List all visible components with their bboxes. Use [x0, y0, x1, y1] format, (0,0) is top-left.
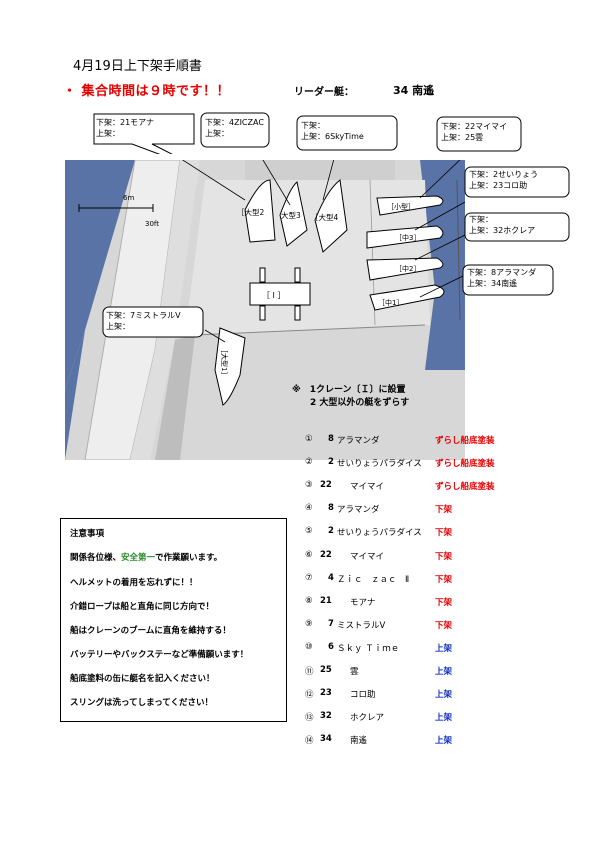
crane-notes: ※ 1クレーン〔Ｉ〕に設置 2 大型以外の艇をずらす [292, 384, 409, 410]
step-boat-name: モアナ [350, 597, 376, 608]
step-number: ⑧ [305, 595, 313, 606]
step-action: 下架 [435, 574, 453, 585]
crane-note-2: 2 大型以外の艇をずらす [310, 398, 410, 408]
step-action: 下架 [435, 620, 453, 631]
callout-bubble-7 [462, 264, 554, 296]
step-boat-name: ホクレア [350, 713, 385, 724]
step-action: ずらし船底塗装 [435, 482, 495, 493]
step-action: 下架 [435, 551, 453, 562]
crane-note-1: ※ 1クレーン〔Ｉ〕に設置 [292, 385, 406, 395]
step-boat-number: 2 [328, 457, 334, 468]
callout-bubble-1 [93, 113, 195, 154]
step-boat-name: ミストラルⅤ [337, 620, 386, 631]
callout-bubble-4 [436, 116, 522, 152]
scale-label: 6m [123, 194, 134, 202]
step-number: ⑨ [305, 618, 313, 629]
berth-large2: ［大型2 [237, 207, 264, 217]
callout-bubble-6 [464, 212, 570, 242]
step-boat-name: アラマンダ [337, 505, 380, 516]
precautions-title: 注意事項 [70, 529, 105, 539]
step-action: ずらし船底塗装 [435, 459, 495, 470]
step-number: ⑫ [305, 690, 314, 701]
precaution-sling: スリングは洗ってしまってください！ [70, 698, 214, 708]
step-boat-number: 6 [328, 641, 334, 652]
step-boat-number: 22 [320, 480, 332, 491]
step-boat-number: 8 [328, 434, 334, 444]
step-boat-name: 南遙 [350, 736, 368, 747]
leader-boat-label: リーダー艇： [294, 87, 354, 98]
precaution-battery: バッテリーやバックステーなど準備願います！ [70, 650, 249, 660]
step-boat-number: 22 [320, 549, 332, 560]
berth-large1: ［大型1］ [220, 346, 229, 378]
page-title: 4月19日上下架手順書 [73, 59, 202, 74]
step-boat-number: 23 [320, 688, 332, 699]
callout-bubble-5 [464, 166, 570, 198]
step-number: ⑦ [305, 572, 313, 583]
callout-bubble-8 [102, 306, 204, 338]
step-number: ④ [305, 503, 313, 514]
callout-6-skytime: 下架：上架：6SkyTime [301, 121, 364, 141]
step-boat-number: 4 [328, 572, 334, 583]
step-number: ⑤ [305, 526, 313, 537]
callout-8-aramanda: 下架：8アラマンダ上架：34南遙 [467, 268, 537, 288]
step-action: 上架 [435, 713, 453, 724]
leader-boat-value: 34 南遙 [393, 84, 435, 97]
step-number: ① [305, 434, 313, 444]
precaution-helmet: ヘルメットの着用を忘れずに！！ [70, 578, 198, 588]
assembly-time-notice: ・ 集合時間は９時です！！ [63, 84, 231, 99]
berth-mid2: ［中2］ [395, 264, 420, 273]
step-number: ⑩ [305, 641, 313, 652]
berth-large4: ［大型4 [311, 212, 338, 222]
step-boat-name: Ｓｋｙ Ｔｉｍｅ [337, 643, 400, 654]
precaution-safety: 関係各位様、安全第一で作業願います。 [70, 553, 223, 563]
step-boat-name: マイマイ [350, 551, 385, 562]
step-action: ずらし船底塗装 [435, 436, 495, 446]
callout-bubble-3 [296, 115, 398, 151]
step-boat-name: Ｚｉｃ ｚａｃ Ⅱ [337, 574, 410, 585]
scale-sub-label: 30ft [145, 220, 159, 228]
precaution-rope: 介錯ロープは船と直角に同じ方向で！ [70, 602, 214, 612]
step-number: ⑬ [305, 713, 314, 724]
step-action: 下架 [435, 505, 453, 516]
step-action: 下架 [435, 597, 453, 608]
step-number: ⑥ [305, 549, 313, 560]
step-action: 上架 [435, 643, 453, 654]
callout-21-moana: 下架：21モアナ上架： [96, 118, 155, 138]
berth-mid1: ［中1］ [378, 298, 403, 307]
step-boat-number: 34 [320, 734, 332, 745]
step-boat-name: アラマンダ [337, 436, 380, 446]
precautions-box: 注意事項 関係各位様、安全第一で作業願います。 ヘルメットの着用を忘れずに！！ … [60, 518, 287, 722]
berth-mid3: ［中3］ [395, 233, 420, 242]
precaution-boom: 船はクレーンのブームに直角を維持する！ [70, 626, 231, 636]
callout-2-seiryo: 下架：2せいりょう上架：23コロ助 [469, 170, 539, 190]
step-action: 下架 [435, 528, 453, 539]
step-number: ② [305, 457, 313, 468]
step-action: 上架 [435, 667, 453, 677]
step-boat-number: 25 [320, 665, 332, 675]
crane-label: ［ I ］ [262, 291, 285, 300]
step-boat-number: 2 [328, 526, 334, 537]
step-action: 上架 [435, 690, 453, 701]
precaution-paint: 船底塗料の缶に艇名を記入ください！ [70, 674, 215, 684]
step-boat-number: 7 [328, 618, 334, 629]
step-boat-number: 21 [320, 595, 332, 606]
step-boat-number: 32 [320, 711, 332, 722]
step-number: ⑭ [305, 736, 314, 747]
step-boat-name: コロ助 [350, 690, 376, 701]
step-boat-number: 8 [328, 503, 334, 514]
step-boat-name: せいりょうパラダイス [337, 528, 422, 539]
berth-small: ［小型］ [387, 202, 415, 211]
step-number: ⑪ [305, 667, 314, 677]
callout-22-maimai: 下架：22マイマイ上架：25雲 [441, 122, 508, 142]
callout-bubble-2 [200, 112, 270, 148]
step-action: 上架 [435, 736, 453, 747]
step-boat-name: 雲 [350, 667, 359, 677]
step-boat-name: マイマイ [350, 482, 385, 493]
step-boat-name: せいりょうパラダイス [337, 459, 422, 470]
berth-large3: 大型3 [281, 210, 301, 220]
callout-32-hokurea: 下架：上架：32ホクレア [469, 215, 536, 235]
step-number: ③ [305, 480, 313, 491]
